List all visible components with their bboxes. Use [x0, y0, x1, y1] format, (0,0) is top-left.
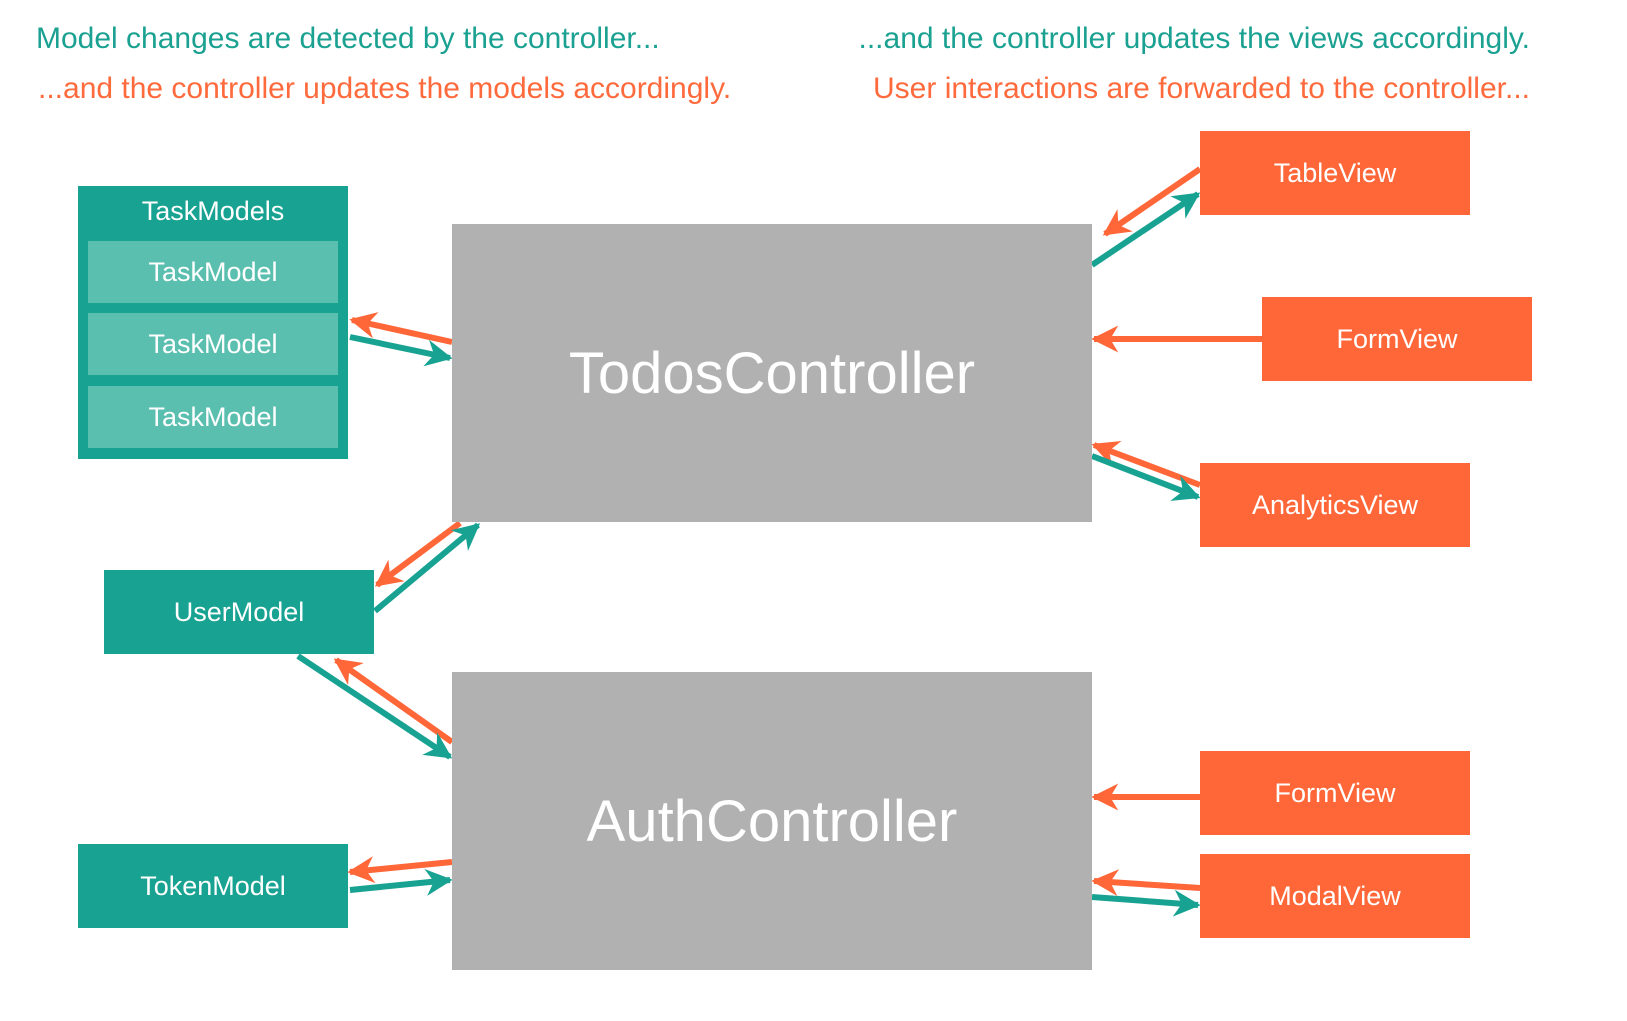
- modal-view: ModalView: [1200, 854, 1470, 938]
- token-model: TokenModel: [78, 844, 348, 928]
- analytics-view: AnalyticsView: [1200, 463, 1470, 547]
- task-models-title: TaskModels: [141, 196, 285, 226]
- arrow-usermodel-to-todos: [373, 522, 481, 614]
- arrow-modalview-to-auth: [1091, 869, 1201, 897]
- form-view-todos: FormView: [1262, 297, 1532, 381]
- arrow-auth-to-modalview: [1091, 889, 1201, 917]
- arrow-taskmodels-to-todos: [349, 334, 453, 367]
- caption-controller-updates-models: ...and the controller updates the models…: [38, 72, 732, 105]
- arrow-auth-to-tokenmodel: [347, 856, 453, 884]
- table-view: TableView: [1200, 131, 1470, 215]
- caption-model-changes: Model changes are detected by the contro…: [36, 22, 660, 55]
- user-model: UserModel: [104, 570, 374, 654]
- task-model-item: TaskModel: [88, 386, 338, 448]
- form-view-auth: FormView: [1200, 751, 1470, 835]
- arrow-usermodel-to-auth: [296, 653, 453, 760]
- auth-controller: AuthController: [452, 672, 1092, 970]
- arrow-tableview-to-todos: [1102, 166, 1202, 237]
- caption-user-interactions: User interactions are forwarded to the c…: [873, 72, 1530, 105]
- arrow-todos-to-tableview: [1090, 191, 1201, 268]
- arrow-tokenmodel-to-auth: [349, 868, 453, 896]
- todos-controller: TodosController: [452, 224, 1092, 522]
- task-model-item: TaskModel: [88, 313, 338, 375]
- task-models-group: TaskModels TaskModel TaskModel TaskModel: [78, 186, 348, 459]
- arrow-todos-to-taskmodels: [349, 312, 453, 345]
- arrow-auth-to-usermodel: [333, 657, 454, 745]
- caption-controller-updates-views: ...and the controller updates the views …: [858, 22, 1530, 55]
- task-model-item: TaskModel: [88, 241, 338, 303]
- arrow-todos-to-analyticsview: [1090, 453, 1201, 501]
- arrow-todos-to-usermodel: [374, 520, 462, 588]
